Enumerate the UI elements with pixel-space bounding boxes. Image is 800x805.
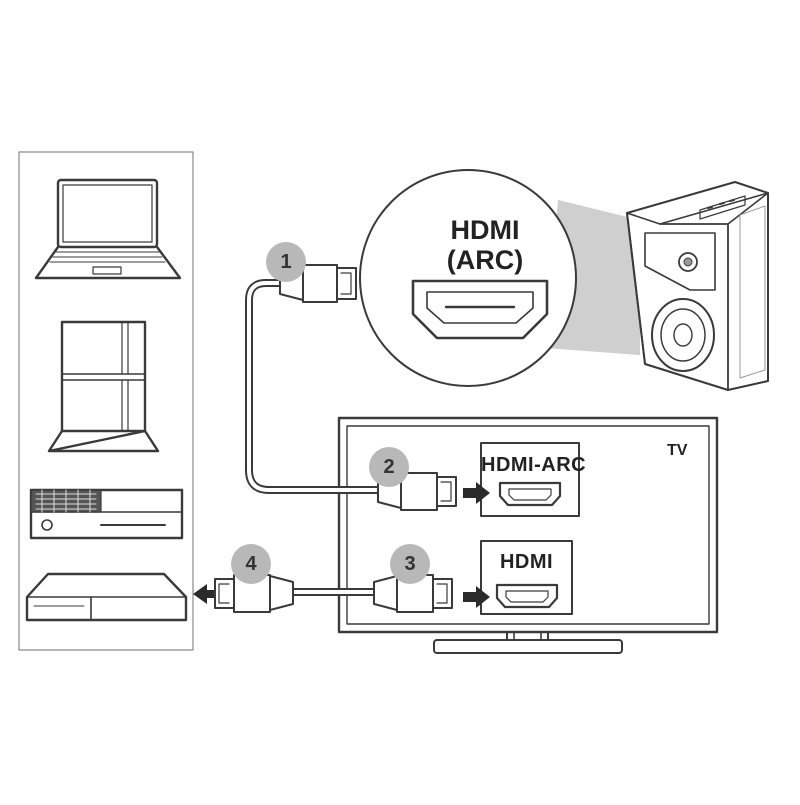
tv-label: TV (667, 442, 688, 459)
tv-icon (337, 416, 719, 654)
step-number-4: 4 (245, 553, 257, 575)
callout-title-line2: (ARC) (446, 245, 524, 275)
game-console-horizontal-icon (29, 488, 184, 540)
step-badge-4 (231, 544, 271, 584)
hdmi-port-icon (411, 279, 549, 340)
step-number-3: 3 (404, 553, 416, 575)
callout-title-line1: HDMI (450, 215, 520, 245)
hdmi-arc-port-box (480, 442, 580, 517)
hdmi-tv-port-box (480, 540, 573, 615)
set-top-box-icon (25, 572, 188, 622)
hdmi-arc-port-label: HDMI-ARC (481, 454, 587, 476)
game-console-vertical-icon (47, 320, 160, 453)
arc-input-arrow-icon (463, 482, 490, 504)
device-panel (18, 151, 194, 651)
laptop-icon (34, 178, 182, 280)
speaker-icon (626, 181, 769, 391)
hdmi-input-arrow-icon (463, 586, 490, 608)
step-number-1: 1 (280, 251, 292, 273)
output-arrow-icon (193, 584, 220, 604)
magnifier-circle (359, 169, 577, 387)
step-badge-2 (369, 447, 409, 487)
step-badge-3 (390, 544, 430, 584)
hdmi-port-label: HDMI (499, 551, 554, 573)
step-badge-1 (266, 242, 306, 282)
step-number-2: 2 (383, 456, 395, 478)
